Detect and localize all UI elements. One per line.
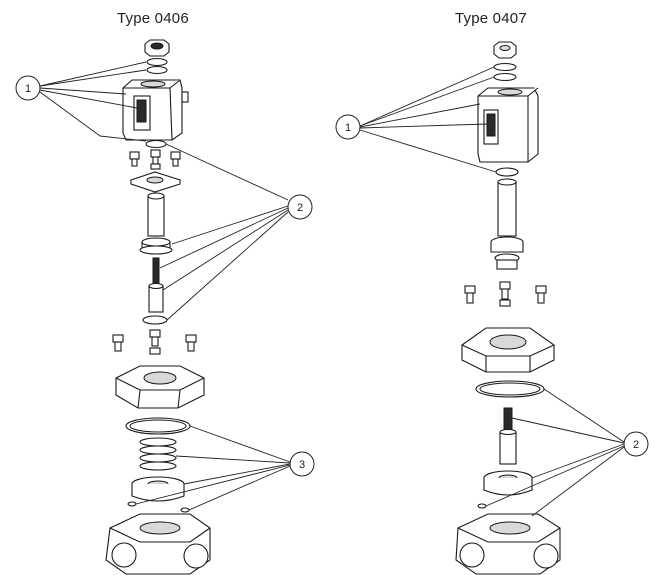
left-valve-body: [105, 513, 211, 575]
right-screws: [464, 281, 547, 307]
left-valve-cover: [115, 365, 205, 409]
leader-lines: [39, 61, 625, 517]
right-coil: [477, 87, 539, 163]
callout-3-left: 3: [289, 451, 315, 477]
right-washer-1: [493, 62, 517, 72]
callout-2-left-label: 2: [297, 202, 303, 214]
callout-2-right: 2: [623, 431, 649, 457]
right-valve-body: [455, 513, 561, 575]
right-nut: [493, 41, 517, 59]
left-coil-seal: [145, 139, 167, 149]
left-flange: [129, 171, 182, 193]
callout-1-left: 1: [15, 75, 41, 101]
left-washer-2: [146, 65, 168, 75]
right-seal-small-a: [477, 503, 487, 509]
left-coil: [122, 79, 189, 141]
left-seal-small-a: [127, 501, 137, 507]
right-armature-tube: [490, 178, 524, 270]
title-type-0407: Type 0407: [455, 10, 527, 27]
left-top-screws: [129, 149, 181, 170]
callout-2-left: 2: [287, 194, 313, 220]
callout-1-right-label: 1: [345, 122, 351, 134]
callout-2-right-label: 2: [633, 439, 639, 451]
left-nut: [144, 39, 170, 57]
right-pilot-spring-stem: [499, 407, 517, 465]
callout-1-right: 1: [335, 114, 361, 140]
left-small-spring: [152, 257, 160, 285]
left-washer-1: [146, 57, 168, 67]
left-seal-small-b: [180, 507, 190, 513]
left-diaphragm: [131, 476, 185, 502]
right-coil-seal: [495, 167, 519, 177]
left-middle-screws: [112, 329, 197, 355]
right-washer-2: [493, 72, 517, 82]
assembly-type-0407: [455, 41, 561, 575]
callout-3-left-label: 3: [299, 459, 305, 471]
left-plunger: [148, 282, 164, 313]
left-large-spring: [139, 437, 177, 471]
callout-1-left-label: 1: [25, 83, 31, 95]
right-diaphragm: [483, 470, 533, 496]
assembly-type-0406: [105, 39, 211, 575]
right-valve-cover: [461, 327, 555, 373]
title-type-0406: Type 0406: [117, 10, 189, 27]
left-armature-tube: [139, 192, 173, 255]
left-o-ring-small: [142, 315, 168, 325]
